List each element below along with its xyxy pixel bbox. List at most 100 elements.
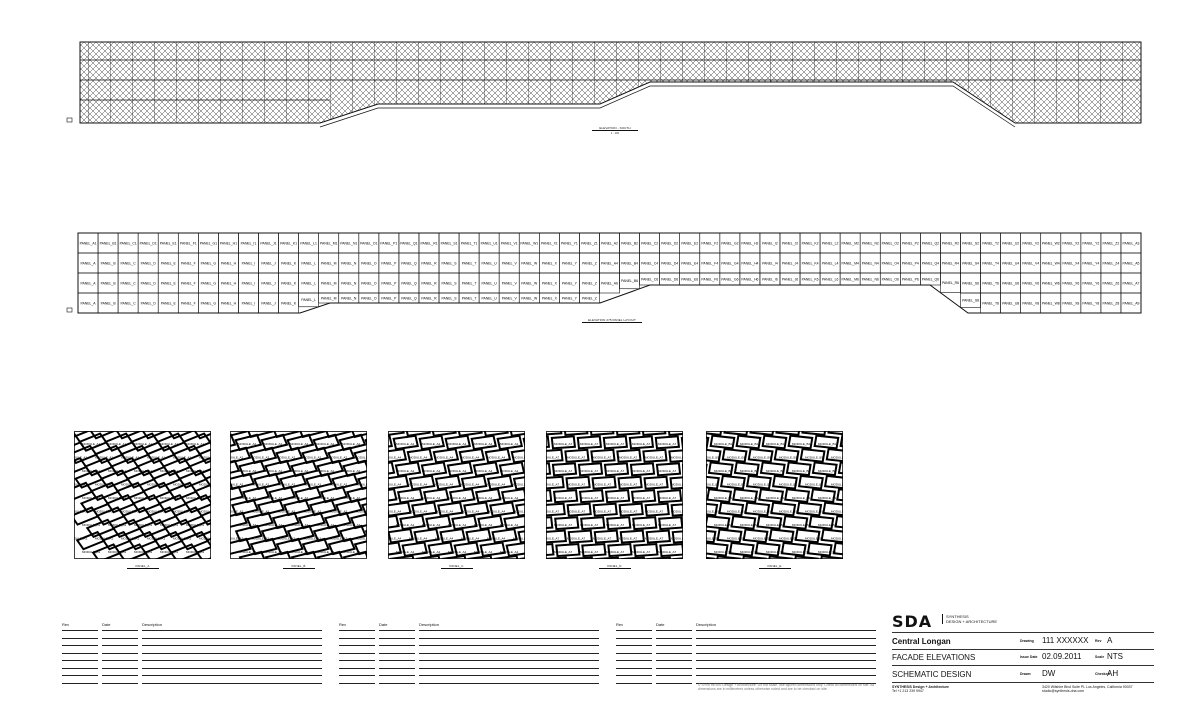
module-label: MODULE_A1 xyxy=(147,431,166,432)
module-label: MODULE_A2 xyxy=(329,455,348,459)
firm-logo-text: SYNTHESIS DESIGN + ARCHITECTURE xyxy=(942,614,997,624)
panel-label: PANEL_N1 xyxy=(340,241,357,245)
module-label: MODULE_A1 xyxy=(108,523,127,527)
module-cell xyxy=(399,514,426,531)
module-cell xyxy=(787,434,814,450)
module-label: MODULE_A4 xyxy=(500,469,519,473)
panel-label: PANEL_M xyxy=(321,281,337,285)
panel-label: PANEL_S4 xyxy=(962,261,979,265)
panel-label: PANEL_E xyxy=(161,301,177,305)
module-label: MODULE_A2 xyxy=(303,536,322,540)
module-cell xyxy=(551,462,578,477)
module-cell xyxy=(470,434,498,451)
module-label: MODULE_A7 xyxy=(546,509,560,513)
panel-label: PANEL_B xyxy=(101,301,117,305)
panel-label: PANEL_K6 xyxy=(802,277,819,281)
module-label: MODULE_A4 xyxy=(461,455,480,459)
module-label: MODULE_B1 xyxy=(706,482,720,486)
module-cell xyxy=(618,502,644,517)
panel-label: PANEL_B4 xyxy=(621,261,638,265)
module-panel-caption: PANEL_B xyxy=(291,564,306,568)
module-label: MODULE_A2 xyxy=(290,442,309,446)
module-label: MODULE_B1 xyxy=(740,523,759,527)
module-cell xyxy=(253,472,282,491)
module-label: MODULE_A4 xyxy=(388,431,402,432)
module-cell xyxy=(173,506,204,526)
module-cell xyxy=(182,432,211,452)
panel-label: PANEL_K xyxy=(281,281,297,285)
module-cell xyxy=(264,459,293,478)
module-label: MODULE_B1 xyxy=(805,431,824,432)
module-cell xyxy=(110,457,140,477)
module-label: MODULE_A1 xyxy=(186,550,205,554)
panel-label: PANEL_N xyxy=(341,296,357,300)
module-cell xyxy=(345,485,367,504)
module-cell xyxy=(463,501,490,517)
panel-label: PANEL_L xyxy=(301,261,316,265)
module-cell xyxy=(486,474,514,491)
module-label: MODULE_A2 xyxy=(290,523,309,527)
module-label: MODULE_A2 xyxy=(230,455,244,459)
panel-label: PANEL_T xyxy=(462,296,477,300)
module-cell xyxy=(249,537,278,556)
module-cell xyxy=(706,474,720,490)
module-cell xyxy=(89,481,120,502)
module-cell xyxy=(245,511,274,530)
module-cell xyxy=(446,461,474,477)
checked-label: Checked xyxy=(1095,672,1110,676)
module-label: MODULE_A1 xyxy=(74,455,88,459)
panel-label: PANEL_J xyxy=(261,301,276,305)
module-cell xyxy=(758,488,785,504)
module-label: MODULE_B1 xyxy=(792,442,811,446)
module-label: MODULE_A4 xyxy=(435,536,454,540)
panel-label: PANEL_H2 xyxy=(741,241,758,245)
panel-label: PANEL_G6 xyxy=(721,277,738,281)
module-label: MODULE_A2 xyxy=(238,523,257,527)
module-cell xyxy=(115,481,146,502)
module-cell xyxy=(271,511,300,530)
panel-label: PANEL_Z xyxy=(582,296,597,300)
panel-label: PANEL_N2 xyxy=(862,241,879,245)
module-cell xyxy=(169,543,200,559)
module-label: MODULE_A1 xyxy=(82,550,101,554)
module-label: MODULE_B1 xyxy=(766,550,785,554)
revision-header-description: Description xyxy=(419,622,440,627)
module-cell xyxy=(301,537,330,556)
panel-label: PANEL_N4 xyxy=(862,261,879,265)
module-cell xyxy=(655,462,682,477)
panel-label: PANEL_Z8 xyxy=(1103,301,1120,305)
panel-label: PANEL_W6 xyxy=(1042,281,1060,285)
panel-label: PANEL_M1 xyxy=(320,241,338,245)
module-label: MODULE_A1 xyxy=(121,455,140,459)
module-cell xyxy=(546,475,565,490)
module-cell xyxy=(749,431,776,436)
panel-label: PANEL_T1 xyxy=(461,241,478,245)
module-label: MODULE_A2 xyxy=(230,482,244,486)
panel-label: PANEL_C xyxy=(121,281,137,285)
panel-label: PANEL_S xyxy=(442,261,458,265)
module-label: MODULE_B1 xyxy=(740,442,759,446)
panel-label: PANEL_H xyxy=(221,301,237,305)
panel-label: PANEL_A6 xyxy=(601,281,618,285)
module-cell xyxy=(234,524,263,543)
panel-label: PANEL_X xyxy=(542,281,558,285)
module-cell xyxy=(141,481,172,502)
top-elevation-scale: 1 : 100 xyxy=(610,132,620,135)
module-cell xyxy=(510,447,525,464)
module-cell xyxy=(620,556,647,559)
module-label: MODULE_A2 xyxy=(290,496,309,500)
panel-label: PANEL_L1 xyxy=(300,241,317,245)
module-cell xyxy=(669,475,683,490)
module-label: MODULE_A7 xyxy=(645,482,664,486)
module-label: MODULE_A2 xyxy=(251,431,270,432)
module-cell xyxy=(806,541,833,557)
module-label: MODULE_A2 xyxy=(277,455,296,459)
module-cell xyxy=(323,511,352,530)
panel-label: PANEL_E xyxy=(161,281,177,285)
panel-label: PANEL_D xyxy=(141,261,157,265)
firm-contact: SYNTHESIS Design + Architecture Tel +1 2… xyxy=(892,685,1002,693)
module-cell xyxy=(275,446,304,465)
module-cell xyxy=(230,498,260,517)
module-label: MODULE_B1 xyxy=(779,455,798,459)
module-cell xyxy=(564,448,590,463)
